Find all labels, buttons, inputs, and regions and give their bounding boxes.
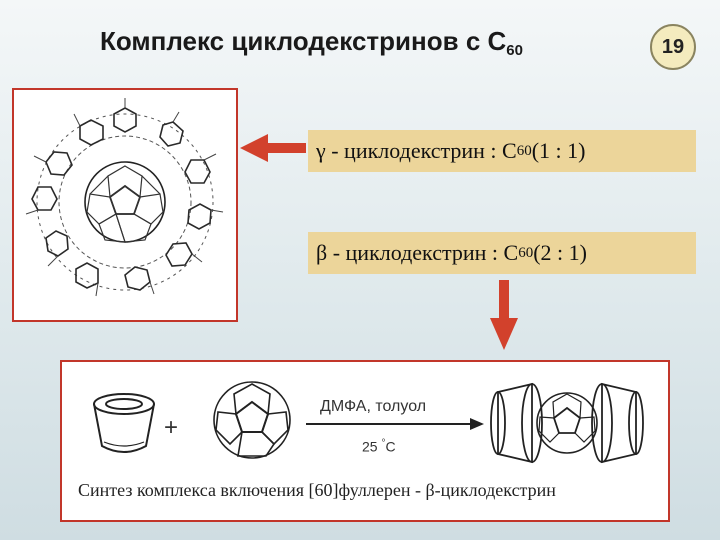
beta-label-prefix: β - циклодекстрин : С (316, 240, 519, 265)
beta-label-ratio: (2 : 1) (533, 240, 587, 265)
gamma-label-ratio: (1 : 1) (531, 138, 586, 163)
molecule-image-frame (12, 88, 238, 322)
slide-title: Комплекс циклодекстринов с С60 (100, 26, 640, 59)
scheme-drawing (93, 381, 644, 464)
inclusion-complex-icon (490, 382, 644, 464)
gamma-label-subscript: 60 (516, 142, 532, 159)
title-subscript: 60 (506, 42, 523, 59)
fullerene-icon (213, 381, 291, 459)
page-number-badge: 19 (650, 24, 696, 70)
scheme-caption: Синтез комплекса включения [60]фуллерен … (78, 480, 556, 500)
reaction-arrow-icon (306, 418, 484, 430)
synthesis-scheme: + ДМФА, толуол 25 °С Синтез комплекса вк… (60, 360, 670, 522)
gamma-cd-c60-structure (25, 98, 224, 297)
title-text: Комплекс циклодекстринов с С (100, 26, 507, 56)
beta-label-subscript: 60 (518, 244, 534, 261)
down-arrow-icon (490, 280, 518, 350)
left-arrow-icon (240, 134, 306, 162)
temp-degree: ° (381, 438, 386, 449)
gamma-label-prefix: γ - циклодекстрин : С (316, 138, 517, 163)
reaction-temperature: 25 °С (362, 438, 396, 455)
plus-sign: + (164, 414, 179, 441)
temp-unit: С (385, 438, 396, 455)
temp-value: 25 (362, 438, 378, 455)
reaction-reagent: ДМФА, толуол (320, 398, 427, 415)
page-number: 19 (661, 35, 685, 58)
cyclodextrin-cone-icon (93, 393, 155, 453)
